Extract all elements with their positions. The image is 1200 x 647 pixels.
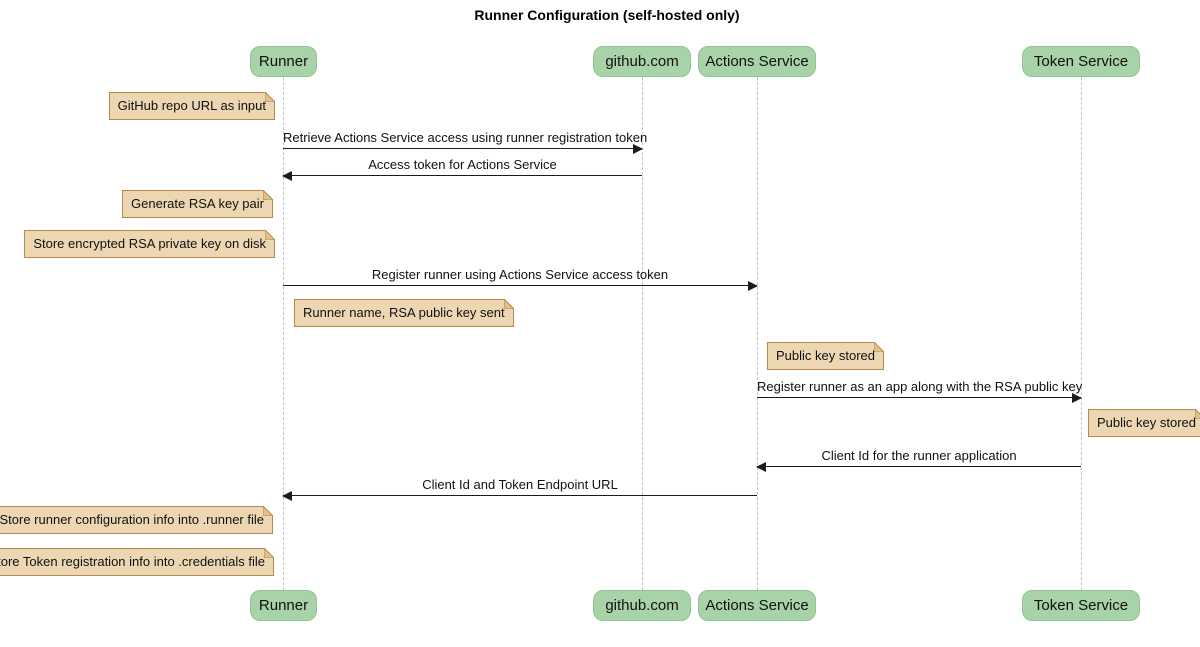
lifeline-runner xyxy=(283,77,284,590)
lifeline-github xyxy=(642,77,643,590)
message-label: Client Id for the runner application xyxy=(821,448,1017,463)
message-label: Retrieve Actions Service access using ru… xyxy=(283,130,648,145)
message-label: Register runner using Actions Service ac… xyxy=(371,267,669,282)
participant-token-service-top: Token Service xyxy=(1022,46,1140,77)
message-client-id: Client Id for the runner application xyxy=(756,448,1081,472)
note-fold-icon xyxy=(263,506,273,516)
note-fold-icon xyxy=(264,548,274,558)
message-label: Access token for Actions Service xyxy=(368,157,557,172)
message-retrieve-actions-access: Retrieve Actions Service access using ru… xyxy=(283,130,648,154)
arrow-line xyxy=(756,462,1081,472)
message-label: Client Id and Token Endpoint URL xyxy=(422,477,618,492)
note-store-runner-file: Store runner configuration info into .ru… xyxy=(0,506,273,534)
lifeline-token-service xyxy=(1081,77,1082,590)
lifeline-actions-service xyxy=(757,77,758,590)
participant-token-service-bottom: Token Service xyxy=(1022,590,1140,621)
arrow-line xyxy=(282,491,757,501)
arrowhead-right-icon xyxy=(633,144,643,154)
arrowhead-left-icon xyxy=(282,171,292,181)
arrow-line xyxy=(757,393,1082,403)
arrow-line xyxy=(282,171,642,181)
message-register-runner-app: Register runner as an app along with the… xyxy=(757,379,1083,403)
participant-runner-top: Runner xyxy=(250,46,317,77)
note-text: Public key stored xyxy=(1097,415,1196,430)
arrowhead-left-icon xyxy=(282,491,292,501)
message-register-runner: Register runner using Actions Service ac… xyxy=(283,267,758,291)
note-fold-icon xyxy=(503,299,514,309)
diagram-title: Runner Configuration (self-hosted only) xyxy=(474,7,740,23)
note-text: Runner name, RSA public key sent xyxy=(303,305,505,320)
arrowhead-right-icon xyxy=(1072,393,1082,403)
participant-github-bottom: github.com xyxy=(593,590,691,621)
note-generate-rsa-key-pair: Generate RSA key pair xyxy=(122,190,273,218)
note-public-key-stored-actions: Public key stored xyxy=(767,342,884,370)
arrowhead-left-icon xyxy=(756,462,766,472)
participant-runner-bottom: Runner xyxy=(250,590,317,621)
note-fold-icon xyxy=(874,342,884,352)
note-text: Store runner configuration info into .ru… xyxy=(0,512,264,527)
note-store-private-key: Store encrypted RSA private key on disk xyxy=(24,230,275,258)
note-text: Store encrypted RSA private key on disk xyxy=(33,236,266,251)
message-client-id-endpoint: Client Id and Token Endpoint URL xyxy=(282,477,757,501)
arrow-line xyxy=(283,281,758,291)
arrow-line xyxy=(283,144,643,154)
note-github-repo-url: GitHub repo URL as input xyxy=(108,92,275,120)
participant-actions-service-bottom: Actions Service xyxy=(698,590,816,621)
participant-actions-service-top: Actions Service xyxy=(698,46,816,77)
note-text: Store Token registration info into .cred… xyxy=(0,554,265,569)
note-fold-icon xyxy=(265,230,275,240)
message-label: Register runner as an app along with the… xyxy=(757,379,1083,394)
note-runner-name-sent: Runner name, RSA public key sent xyxy=(294,299,514,327)
arrowhead-right-icon xyxy=(748,281,758,291)
note-text: Public key stored xyxy=(776,348,875,363)
note-fold-icon xyxy=(265,92,275,102)
note-fold-icon xyxy=(263,190,273,200)
participant-github-top: github.com xyxy=(593,46,691,77)
note-text: GitHub repo URL as input xyxy=(117,98,266,113)
note-fold-icon xyxy=(1195,409,1200,419)
note-text: Generate RSA key pair xyxy=(131,196,264,211)
note-public-key-stored-token: Public key stored xyxy=(1088,409,1200,437)
message-access-token: Access token for Actions Service xyxy=(282,157,642,181)
note-store-credentials-file: Store Token registration info into .cred… xyxy=(0,548,274,576)
